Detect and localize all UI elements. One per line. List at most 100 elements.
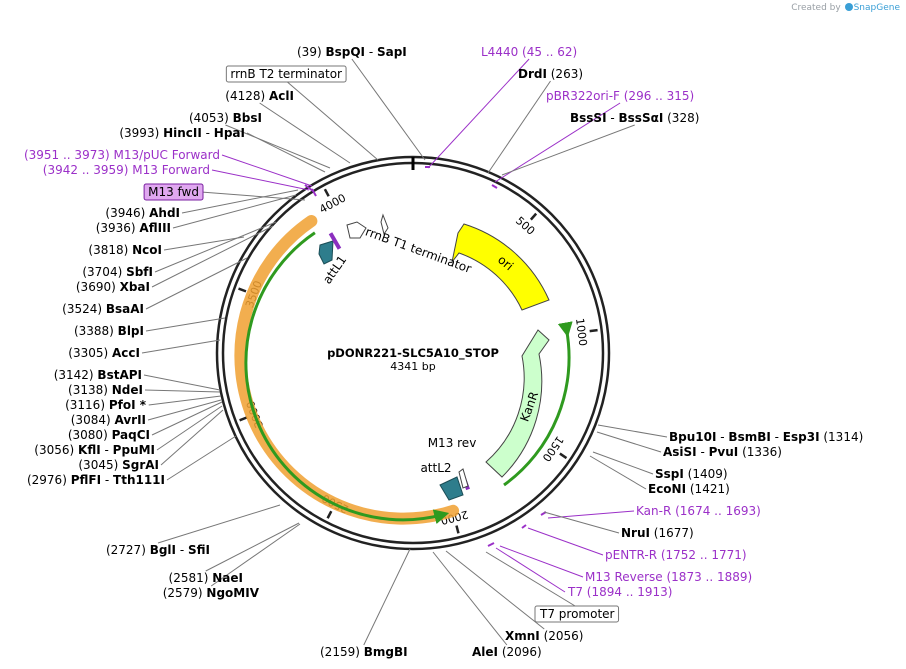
enzyme-name: SapI [377,45,407,59]
enzyme-name: NaeI [212,571,243,585]
leader-line [596,431,662,453]
leader-line [141,339,221,354]
enzyme-position: (3080) [68,428,112,442]
leader-line [163,236,245,251]
enzyme-name: BbsI [233,111,262,125]
green-left-arc [244,231,450,525]
enzyme-position: (39) [297,45,325,59]
enzyme-name: AsiSI [663,445,697,459]
feature-name: rrnB T2 terminator [230,67,342,81]
leader-line [494,102,621,183]
enzyme-name: HpaI [214,126,245,140]
map-label: (3690) XbaI [76,280,150,294]
snapgene-logo-icon [844,3,853,11]
enzyme-name: AleI [472,645,498,659]
leader-line [592,451,654,475]
ori-feature-arrow [451,223,550,311]
map-label: (3084) AvrII [71,413,146,427]
primer-range: (1752 .. 1771) [657,548,747,562]
leader-line [210,523,301,587]
rrnb-t1-arrow-2 [380,213,389,236]
primer-range: (3951 .. 3973) [24,148,114,162]
map-label: (3993) HincII - HpaI [119,126,245,140]
enzyme-position: (2056) [540,629,584,643]
plasmid-size: 4341 bp [390,360,435,373]
enzyme-position: (2096) [498,645,542,659]
enzyme-separator: - [101,443,113,457]
leader-line [427,58,530,169]
enzyme-name: PvuI [709,445,739,459]
enzyme-name: Tth111I [113,473,165,487]
enzyme-position: (1421) [686,482,730,496]
enzyme-name: BlpI [118,324,144,338]
leader-line [597,424,668,438]
map-label: (3138) NdeI [68,383,143,397]
label-box [143,183,204,201]
credit-brand: SnapGene [853,3,900,13]
map-label: (3056) KflI - PpuMI [34,443,155,457]
primer-name: M13 Forward [132,163,210,177]
enzyme-separator: - [697,445,709,459]
m13-rev-small-arrow [458,468,469,489]
tick-mark [326,510,333,519]
leader-line [527,527,604,556]
primer-name: pBR322ori-F [546,89,620,103]
map-label: AleI (2096) [472,645,542,659]
leader-line [487,80,551,174]
leader-line [166,435,237,481]
enzyme-name: AvrII [114,413,146,427]
tick-mark [238,287,247,293]
primer-name: pENTR-R [605,548,657,562]
map-label: pBR322ori-F (296 .. 315) [546,89,694,103]
map-label: T7 (1894 .. 1913) [567,585,672,599]
enzyme-name: NgoMIV [206,586,259,600]
attl2-feature-arrow [439,476,464,501]
leader-line [221,154,313,187]
enzyme-position: (3142) [54,368,98,382]
leader-line [501,124,635,176]
map-label: (3942 .. 3959) M13 Forward [43,163,210,177]
enzyme-name: PflFI [71,473,101,487]
enzyme-name: BmgBI [364,645,408,659]
leader-line [246,132,326,173]
leader-line [351,58,426,161]
map-label: (3045) SgrAI [78,458,159,472]
primer-range: (3942 .. 3959) [43,163,133,177]
primer-range: (45 .. 62) [518,45,577,59]
enzyme-name: SspI [655,467,684,481]
enzyme-position: (2976) [27,473,71,487]
leader-line [172,194,297,229]
tick-mark [559,452,568,460]
leader-line [543,511,620,534]
map-label: (3305) AccI [68,346,140,360]
primer-range: (1674 .. 1693) [671,504,761,518]
leader-line [160,409,224,466]
enzyme-name: NdeI [112,383,143,397]
tick-mark [239,416,248,422]
enzyme-name: AclI [269,89,294,103]
map-label: M13 Reverse (1873 .. 1889) [585,570,752,584]
leader-line [445,550,545,630]
attl1-primer-site [328,232,342,250]
enzyme-position: (3305) [68,346,112,360]
enzyme-name: BglI [150,543,176,557]
attl1-feature-arrow [318,240,334,265]
map-label: (4128) AclI [225,89,294,103]
leader-line [205,522,300,572]
map-label: (39) BspQI - SapI [297,45,407,59]
leader-line [148,395,222,406]
primer-name: Kan-R [636,504,671,518]
leader-line [495,547,566,593]
map-label: (3946) AhdI [105,206,180,220]
m13-rev-label: M13 rev [428,436,477,450]
enzyme-name: PaqCI [112,428,150,442]
leader-line [225,124,331,169]
enzyme-name: NruI [621,526,650,540]
enzyme-position: (4128) [225,89,269,103]
map-label: (3951 .. 3973) M13/pUC Forward [24,148,220,162]
map-label: AsiSI - PvuI (1336) [663,445,782,459]
enzyme-position: (3084) [71,413,115,427]
tick-label: 1500 [540,434,567,464]
enzyme-name: KflI [78,443,101,457]
